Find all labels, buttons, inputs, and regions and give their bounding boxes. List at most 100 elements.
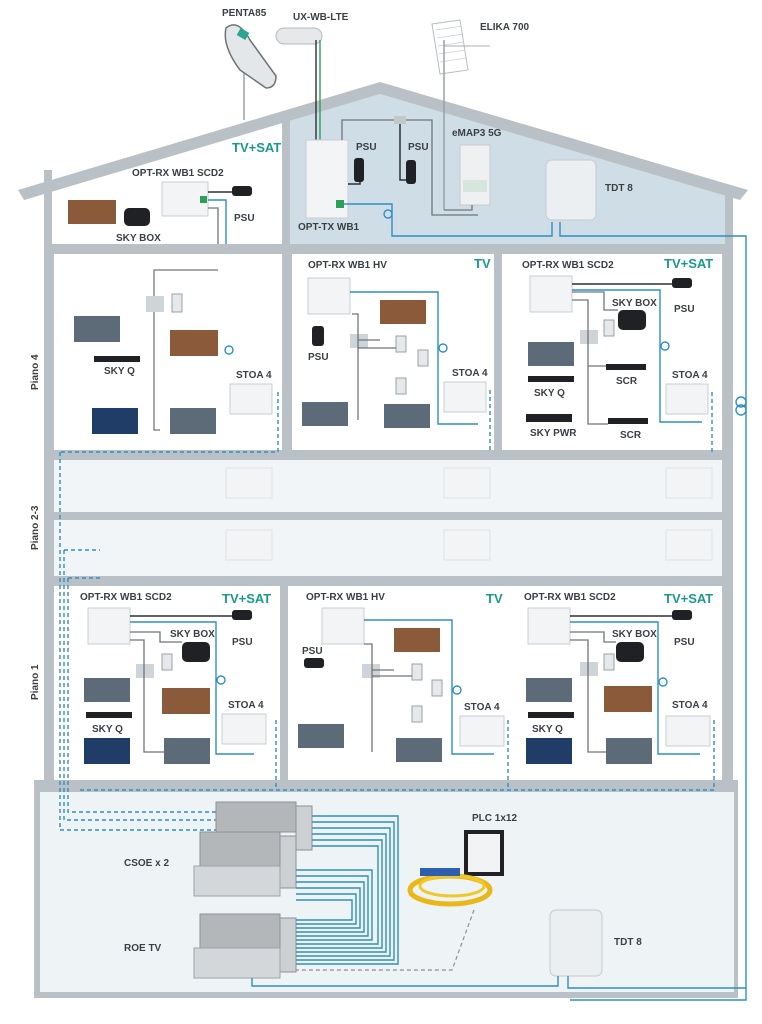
p1l-skybox-icon: [182, 642, 210, 662]
p1r-skyq-icon: [528, 712, 574, 718]
p1m-outlet2-icon: [431, 679, 443, 697]
antennas: PENTA85 UX-WB-LTE ELIKA 700: [222, 8, 530, 210]
p1m-coax: [364, 643, 412, 752]
csoe-cabinet-1-icon: [215, 801, 313, 851]
p1m-tv1-icon: [394, 628, 440, 652]
p1m-receiver-label: OPT-RX WB1 HV: [306, 592, 385, 603]
p4r-splitter-icon: [580, 330, 598, 344]
p1r-coax: [570, 631, 616, 753]
plc-label: PLC 1x12: [472, 813, 517, 824]
p1l-fiber-loop: [216, 675, 226, 685]
tdt-roof-icon: [545, 159, 597, 221]
p4r-skypwr-icon: [526, 414, 572, 422]
attic-receiver-port: [200, 196, 207, 203]
p1r-receiver-label: OPT-RX WB1 SCD2: [524, 592, 616, 603]
psu2-icon: [406, 160, 416, 184]
attic-tv-icon: [68, 200, 116, 224]
p4r-stoa-icon: [665, 383, 709, 415]
p1l-tv3-icon: [84, 738, 130, 764]
tx-fiber-out: [344, 203, 553, 237]
p4m-service-label: TV: [474, 256, 491, 271]
elika-to-emap: [444, 205, 473, 211]
p1m-fiber: [364, 619, 494, 755]
p1r-skybox-icon: [616, 642, 644, 662]
p1r-fiber: [570, 621, 700, 755]
p1l-receiver-label: OPT-RX WB1 SCD2: [80, 592, 172, 603]
floor-label-piano-2-3: Piano 2-3: [30, 505, 41, 550]
p1m-outlet3-icon: [411, 705, 423, 723]
p4r-scr1-icon: [606, 364, 646, 370]
roof: [0, 60, 762, 250]
p1r-skybox-label: SKY BOX: [612, 629, 657, 640]
p4r-scr1-label: SCR: [616, 376, 638, 387]
yagi-antenna-icon: [431, 19, 490, 210]
p3-stoa-1: [225, 467, 273, 499]
p1l-tv4-icon: [164, 738, 210, 764]
roe-to-tdt-fiber: [251, 976, 559, 987]
floor-label-piano-4: Piano 4: [30, 354, 41, 390]
attic-psu-label: PSU: [234, 213, 255, 224]
p1r-psu-icon: [672, 610, 692, 620]
riser-loop-2: [735, 404, 747, 416]
piano1-apt-right: OPT-RX WB1 SCD2 TV+SAT PSU SKY BOX SKY Q…: [80, 591, 715, 791]
p1l-fiber: [130, 621, 254, 755]
p4r-skyq-icon: [528, 376, 574, 382]
p1r-fiber-loop: [658, 677, 668, 687]
tdt-basement-label: TDT 8: [614, 937, 642, 948]
p4l-splitter-icon: [146, 296, 164, 312]
p4m-tv3-icon: [384, 404, 430, 428]
p1m-tv3-icon: [396, 738, 442, 762]
p4m-coax: [352, 313, 396, 420]
piano4-apt-right: OPT-RX WB1 SCD2 TV+SAT PSU SKY BOX SKY Q…: [522, 256, 713, 452]
floor-label-piano-1: Piano 1: [30, 664, 41, 700]
p1m-receiver-device: [321, 607, 365, 645]
p1m-stoa-icon: [459, 715, 505, 747]
p1r-stoa-label: STOA 4: [672, 700, 708, 711]
p4r-fiber: [572, 289, 702, 423]
p4l-stoa-label: STOA 4: [236, 370, 272, 381]
lnb-icon: [275, 27, 323, 45]
csoe-label: CSOE x 2: [124, 858, 169, 869]
p4r-fiber-loop: [660, 341, 670, 351]
basement: CSOE x 2 ROE TV: [124, 801, 746, 989]
p3-stoa-3: [665, 467, 713, 499]
p4r-stoa-label: STOA 4: [672, 370, 708, 381]
riser-loop: [735, 396, 747, 408]
p4l-tv4-icon: [170, 408, 216, 434]
p1m-outlet1-icon: [411, 663, 423, 681]
attic-right-background: [290, 84, 725, 248]
p4m-psu-label: PSU: [308, 352, 329, 363]
piano4-apt-left: SKY Q STOA 4: [60, 269, 279, 453]
p4r-skybox-label: SKY BOX: [612, 298, 657, 309]
p4l-tv1-icon: [74, 316, 120, 342]
emap-amplifier-icon: [459, 144, 491, 206]
p1r-tv4-icon: [606, 738, 652, 764]
p1r-tv2-icon: [604, 686, 652, 712]
p1m-stoa-label: STOA 4: [464, 702, 500, 713]
p1l-skybox-label: SKY BOX: [170, 629, 215, 640]
p4l-stoa-icon: [229, 383, 273, 415]
p1m-service-label: TV: [486, 591, 503, 606]
p1l-skyq-icon: [86, 712, 132, 718]
p4l-fiber-loop: [224, 345, 234, 355]
attic-skybox-icon: [124, 208, 150, 226]
headend: OPT-TX WB1 PSU PSU eMAP3 5G TDT 8: [298, 116, 747, 1001]
csoe-cabinet-2-icon: [193, 831, 297, 897]
riser-dashed-3: [67, 577, 250, 813]
tdt-fiber-riser: [559, 222, 747, 1001]
p1l-stoa-label: STOA 4: [228, 700, 264, 711]
p4r-psu-icon: [672, 278, 692, 288]
p1r-skyq-label: SKY Q: [532, 724, 563, 735]
satellite-dish-label: PENTA85: [222, 8, 267, 19]
satellite-dish-icon: [224, 24, 277, 89]
attic-psu-icon: [232, 186, 252, 196]
p4r-tv-icon: [528, 342, 574, 366]
emap-label: eMAP3 5G: [452, 128, 502, 139]
tap-icon: [394, 116, 406, 124]
attic-receiver-label: OPT-RX WB1 SCD2: [132, 168, 224, 179]
p1r-outlet-icon: [603, 653, 615, 671]
p4r-coax: [572, 291, 618, 425]
p4l-skyq-label: SKY Q: [104, 366, 135, 377]
p4r-service-label: TV+SAT: [664, 256, 713, 271]
